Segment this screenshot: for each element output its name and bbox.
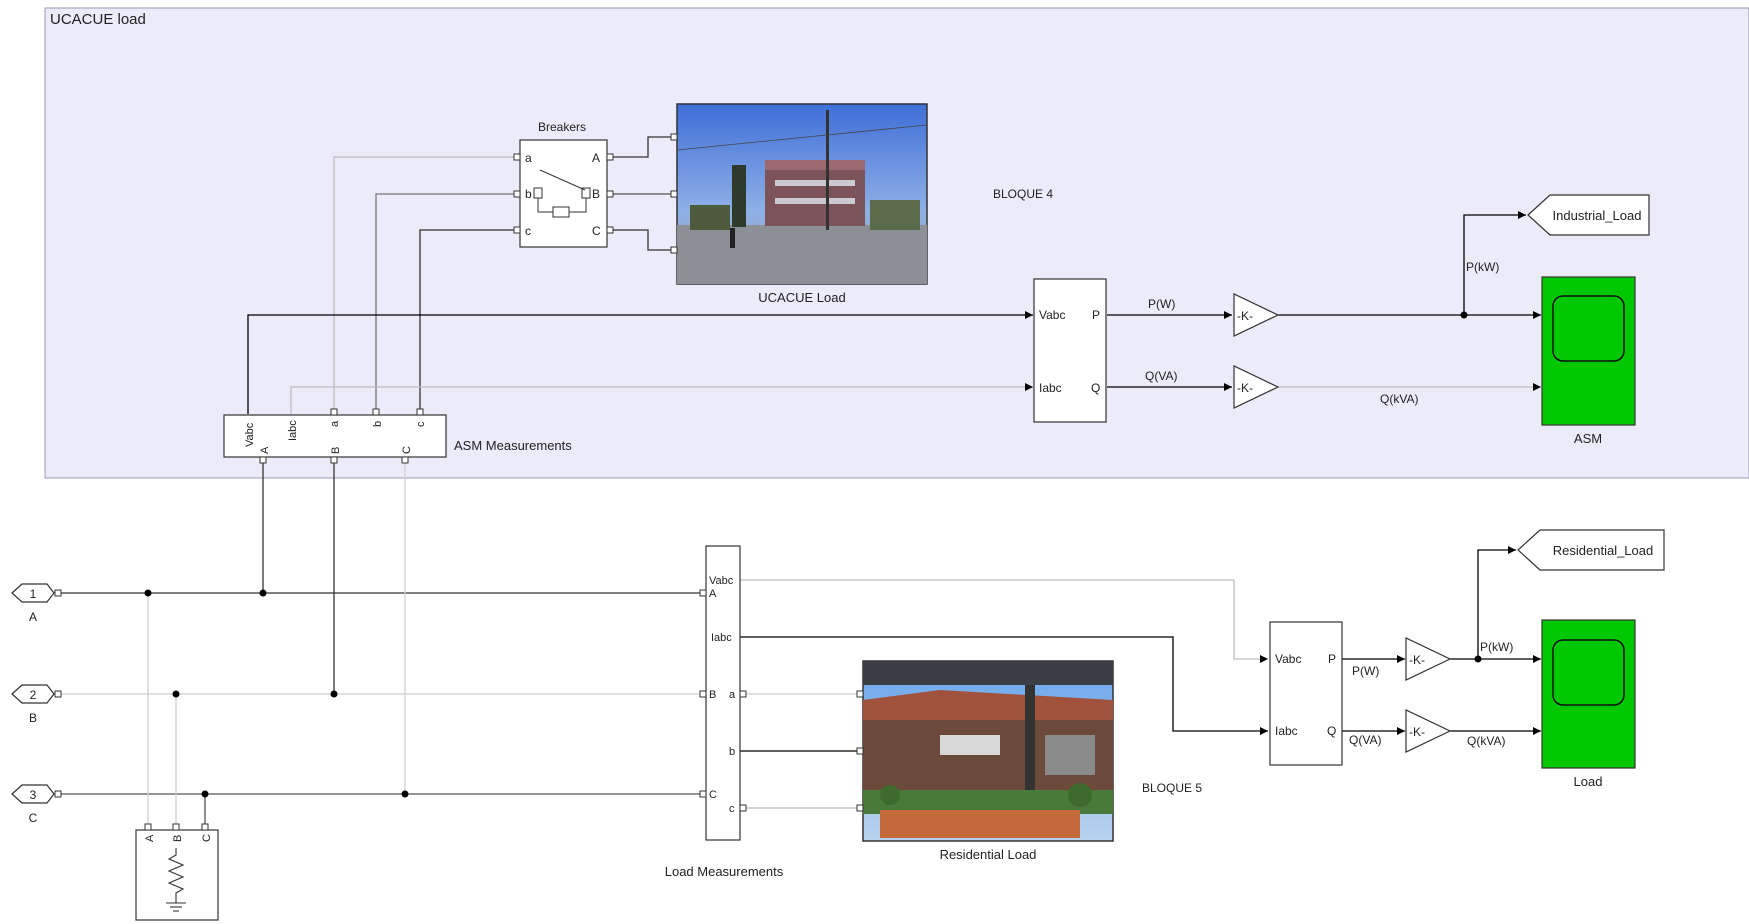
area-label: UCACUE load — [50, 11, 146, 28]
gain-q-5-label: -K- — [1409, 725, 1425, 739]
load-port-iabc: Iabc — [711, 632, 732, 644]
bloque-4-label: BLOQUE 4 — [993, 187, 1053, 201]
power-calc-4-vabc: Vabc — [1039, 308, 1065, 322]
power-calc-block-5[interactable]: Vabc Iabc P Q — [1269, 621, 1343, 766]
goto-residential-label: Residential_Load — [1553, 543, 1653, 558]
label-pkw-5: P(kW) — [1480, 640, 1513, 654]
breakers-port-b: b — [525, 187, 532, 201]
power-calc-block-4[interactable]: Vabc Iabc P Q — [1033, 278, 1107, 423]
residential-load-caption: Residential Load — [940, 847, 1037, 862]
load-port-a: a — [729, 689, 736, 701]
load-port-b: b — [729, 746, 735, 758]
power-calc-4-p: P — [1092, 308, 1100, 322]
inport-1-num: 1 — [30, 587, 37, 601]
label-pkw-4: P(kW) — [1466, 260, 1499, 274]
junction-dots — [144, 311, 1482, 798]
power-calc-5-iabc: Iabc — [1275, 724, 1298, 738]
label-qva-4: Q(VA) — [1145, 369, 1177, 383]
asm-port-a: a — [329, 420, 341, 427]
power-calc-5-q: Q — [1327, 724, 1336, 738]
power-calc-5-vabc: Vabc — [1275, 652, 1301, 666]
scope-screen-icon — [1552, 639, 1625, 706]
goto-industrial-load[interactable]: Industrial_Load — [1527, 194, 1650, 236]
breakers-port-C: C — [592, 224, 601, 238]
goto-industrial-label: Industrial_Load — [1553, 208, 1642, 223]
label-pw-5: P(W) — [1352, 664, 1379, 678]
asm-port-B: B — [330, 447, 342, 454]
asm-port-vabc: Vabc — [244, 422, 256, 447]
scope-load[interactable]: Load — [1541, 619, 1636, 789]
resistor-ground-icon — [166, 848, 186, 912]
bloque-5-label: BLOQUE 5 — [1142, 781, 1202, 795]
inport-2[interactable]: 2 B — [11, 684, 62, 725]
breakers-title: Breakers — [538, 120, 586, 134]
scope-load-label: Load — [1574, 774, 1603, 789]
inport-3-name: C — [29, 811, 38, 825]
ground-load-block[interactable]: A B C — [135, 823, 219, 921]
gain-q-4[interactable]: -K- — [1233, 365, 1280, 409]
breakers-port-a: a — [525, 151, 532, 165]
power-calc-4-iabc: Iabc — [1039, 381, 1062, 395]
gain-p-4[interactable]: -K- — [1233, 293, 1280, 337]
power-calc-4-q: Q — [1091, 381, 1100, 395]
breaker-symbol-icon — [533, 169, 591, 218]
asm-port-iabc: Iabc — [287, 420, 299, 441]
load-measurements-block[interactable]: Vabc A Iabc B a b C c Load Measurements — [665, 545, 784, 879]
breakers-port-c: c — [525, 224, 531, 238]
ucacue-load-caption: UCACUE Load — [758, 290, 845, 305]
breakers-port-A: A — [592, 151, 600, 165]
gain-q-5[interactable]: -K- — [1405, 709, 1452, 753]
load-port-C: C — [709, 789, 717, 801]
residential-house-image — [863, 661, 1113, 838]
asm-measurements-caption: ASM Measurements — [454, 438, 572, 453]
label-qva-5: Q(VA) — [1349, 733, 1381, 747]
load-port-c: c — [729, 803, 735, 815]
label-qkva-5: Q(kVA) — [1467, 734, 1505, 748]
inport-3-num: 3 — [30, 788, 37, 802]
gain-q-4-label: -K- — [1237, 381, 1253, 395]
asm-port-c: c — [415, 421, 427, 427]
scope-screen-icon — [1552, 295, 1625, 362]
gain-p-5[interactable]: -K- — [1405, 637, 1452, 681]
power-calc-5-p: P — [1328, 652, 1336, 666]
inport-2-name: B — [29, 711, 37, 725]
load-port-vabc: Vabc — [709, 575, 734, 587]
breakers-port-B: B — [592, 187, 600, 201]
ground-port-B: B — [172, 835, 184, 842]
ground-port-A: A — [144, 834, 156, 842]
scope-asm[interactable]: ASM — [1541, 276, 1636, 446]
load-port-A: A — [709, 588, 717, 600]
label-pw-4: P(W) — [1148, 297, 1175, 311]
ucacue-building-image — [676, 110, 928, 284]
label-qkva-4: Q(kVA) — [1380, 392, 1418, 406]
scope-asm-label: ASM — [1574, 431, 1602, 446]
gain-p-4-label: -K- — [1237, 309, 1253, 323]
asm-port-A: A — [259, 446, 271, 454]
residential-load-block[interactable]: Residential Load — [856, 660, 1114, 862]
goto-residential-load[interactable]: Residential_Load — [1517, 529, 1665, 571]
asm-measurements-block[interactable]: Vabc Iabc a b c A B C ASM Measurements — [223, 408, 572, 464]
asm-port-b: b — [372, 421, 384, 427]
wires — [60, 136, 1541, 824]
load-measurements-caption: Load Measurements — [665, 864, 784, 879]
gain-p-5-label: -K- — [1409, 653, 1425, 667]
inport-1-name: A — [29, 610, 37, 624]
inport-3[interactable]: 3 C — [11, 784, 62, 825]
asm-port-C: C — [401, 446, 413, 454]
load-port-B: B — [709, 689, 716, 701]
ucacue-load-block[interactable]: UCACUE Load — [670, 103, 928, 305]
inport-2-num: 2 — [30, 688, 37, 702]
ground-port-C: C — [201, 834, 213, 842]
inport-1[interactable]: 1 A — [11, 583, 62, 624]
breakers-block[interactable]: Breakers a b c A B C — [513, 120, 614, 248]
